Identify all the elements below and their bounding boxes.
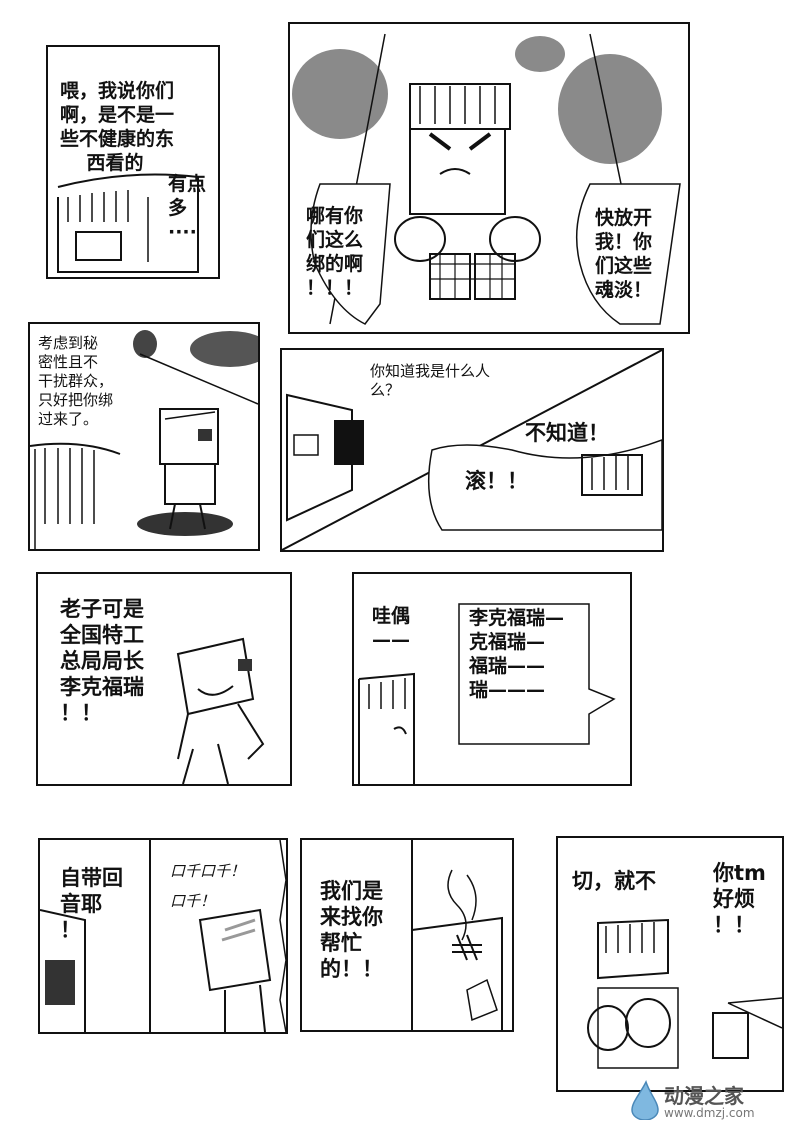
speech-6: 你知道我是什么人 么？ <box>370 362 491 399</box>
speech-14: 切，就不 <box>572 869 656 893</box>
speech-13: 我们是 来找你 帮忙 的！！ <box>320 879 383 981</box>
watermark-url: www.dmzj.com <box>664 1106 755 1120</box>
speech-7: 不知道！ <box>525 421 609 445</box>
speech-3: 哪有你 们这么 绑的啊 ！！！ <box>306 205 364 299</box>
panel-7-art <box>40 840 286 1032</box>
speech-5: 考虑到秘 密性且不 干扰群众， 只好把你绑 过来了。 <box>38 334 114 428</box>
watermark-logo: 动漫之家 www.dmzj.com <box>630 1080 780 1124</box>
speech-8: 滚！！ <box>465 469 528 493</box>
panel-6: 哇偶 —— 李克福瑞— 克福瑞— 福瑞—— 瑞——— <box>352 572 632 786</box>
panel-3: 考虑到秘 密性且不 干扰群众， 只好把你绑 过来了。 <box>28 322 260 551</box>
panel-3-art <box>30 330 258 549</box>
speech-9: 老子可是 全国特工 总局局长 李克福瑞 ！！ <box>60 597 144 725</box>
speech-11: 李克福瑞— 克福瑞— 福瑞—— 瑞——— <box>469 607 565 701</box>
panel-6-art <box>358 603 616 784</box>
panel-2-art <box>292 33 681 325</box>
panel-1: 喂，我说你们 啊，是不是一 些不健康的东 西看的 有点 多 ···· <box>46 45 220 279</box>
speech-12: 自带回 音耶 ！ <box>60 866 123 942</box>
panel-7: 自带回 音耶 ！ 口千口千！ 口千！ <box>38 838 288 1034</box>
speech-15: 你tm 好烦 ！！ <box>713 861 766 937</box>
panel-4-art <box>282 350 662 550</box>
panel-9: 切，就不 你tm 好烦 ！！ <box>556 836 784 1092</box>
panel-8: 我们是 来找你 帮忙 的！！ <box>300 838 514 1032</box>
panel-5-art <box>176 637 265 784</box>
sfx-1: 口千口千！ <box>170 862 246 880</box>
panel-1-art <box>57 173 199 273</box>
water-drop-icon <box>631 1080 659 1120</box>
panel-8-art <box>411 840 503 1030</box>
speech-2: 有点 多 ···· <box>168 173 207 243</box>
watermark-name: 动漫之家 <box>664 1084 744 1108</box>
sfx-2: 口千！ <box>170 892 216 910</box>
speech-10: 哇偶 —— <box>372 605 411 651</box>
panel-5: 老子可是 全国特工 总局局长 李克福瑞 ！！ <box>36 572 292 786</box>
panel-9-art <box>587 918 782 1069</box>
panel-4: 你知道我是什么人 么？ 不知道！ 滚！！ <box>280 348 664 552</box>
panel-2: 哪有你 们这么 绑的啊 ！！！ 快放开 我！你 们这些 魂淡！ <box>288 22 690 334</box>
speech-4: 快放开 我！你 们这些 魂淡！ <box>595 207 653 301</box>
speech-1: 喂，我说你们 啊，是不是一 些不健康的东 西看的 <box>60 80 175 174</box>
